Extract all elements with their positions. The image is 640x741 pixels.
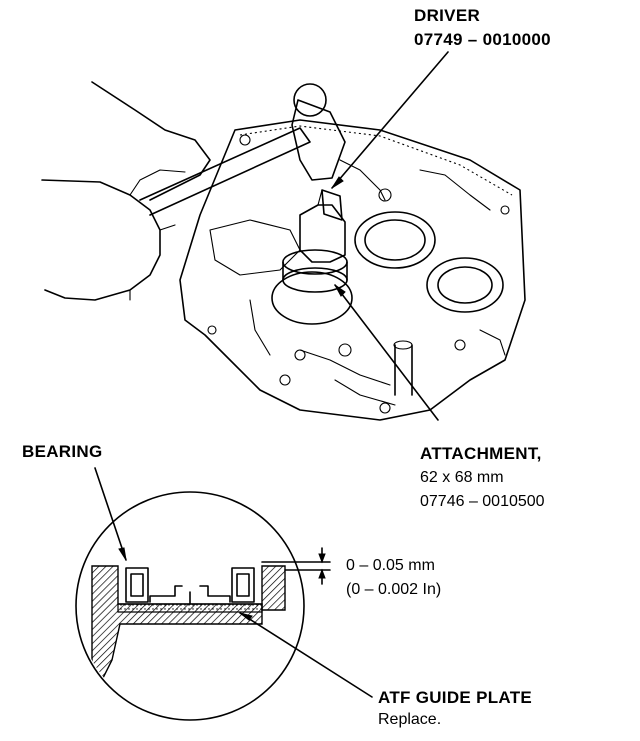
driver-arrowhead [331, 176, 344, 189]
driver-part-number: 07749 – 0010000 [414, 30, 551, 49]
transmission-case [179, 119, 526, 421]
attachment-arrowhead [334, 284, 346, 297]
driver-label: DRIVER [414, 6, 481, 25]
guide-plate-strip [117, 603, 263, 613]
hammer [139, 83, 346, 216]
attachment-label: ATTACHMENT, [420, 444, 542, 463]
detail-circle [75, 491, 305, 721]
bearing-leader [94, 467, 127, 561]
attachment-leader [334, 284, 439, 421]
bearing-left [125, 567, 149, 603]
attachment-part-number: 07746 – 0010500 [420, 493, 545, 510]
hand [41, 81, 211, 301]
detail-view [75, 491, 331, 721]
attachment-size: 62 x 68 mm [420, 469, 504, 486]
driver-tool [282, 189, 348, 293]
driver-leader [331, 51, 449, 189]
bearing-label: BEARING [22, 442, 103, 461]
clearance-inch: (0 – 0.002 In) [346, 581, 442, 598]
bearing-right [231, 567, 255, 603]
bearing-arrowhead [118, 547, 127, 561]
guide-plate-note: Replace. [378, 711, 442, 728]
guide-plate-leader [239, 612, 373, 698]
guide-plate-label: ATF GUIDE PLATE [378, 688, 533, 707]
clearance-mm: 0 – 0.05 mm [346, 557, 435, 574]
